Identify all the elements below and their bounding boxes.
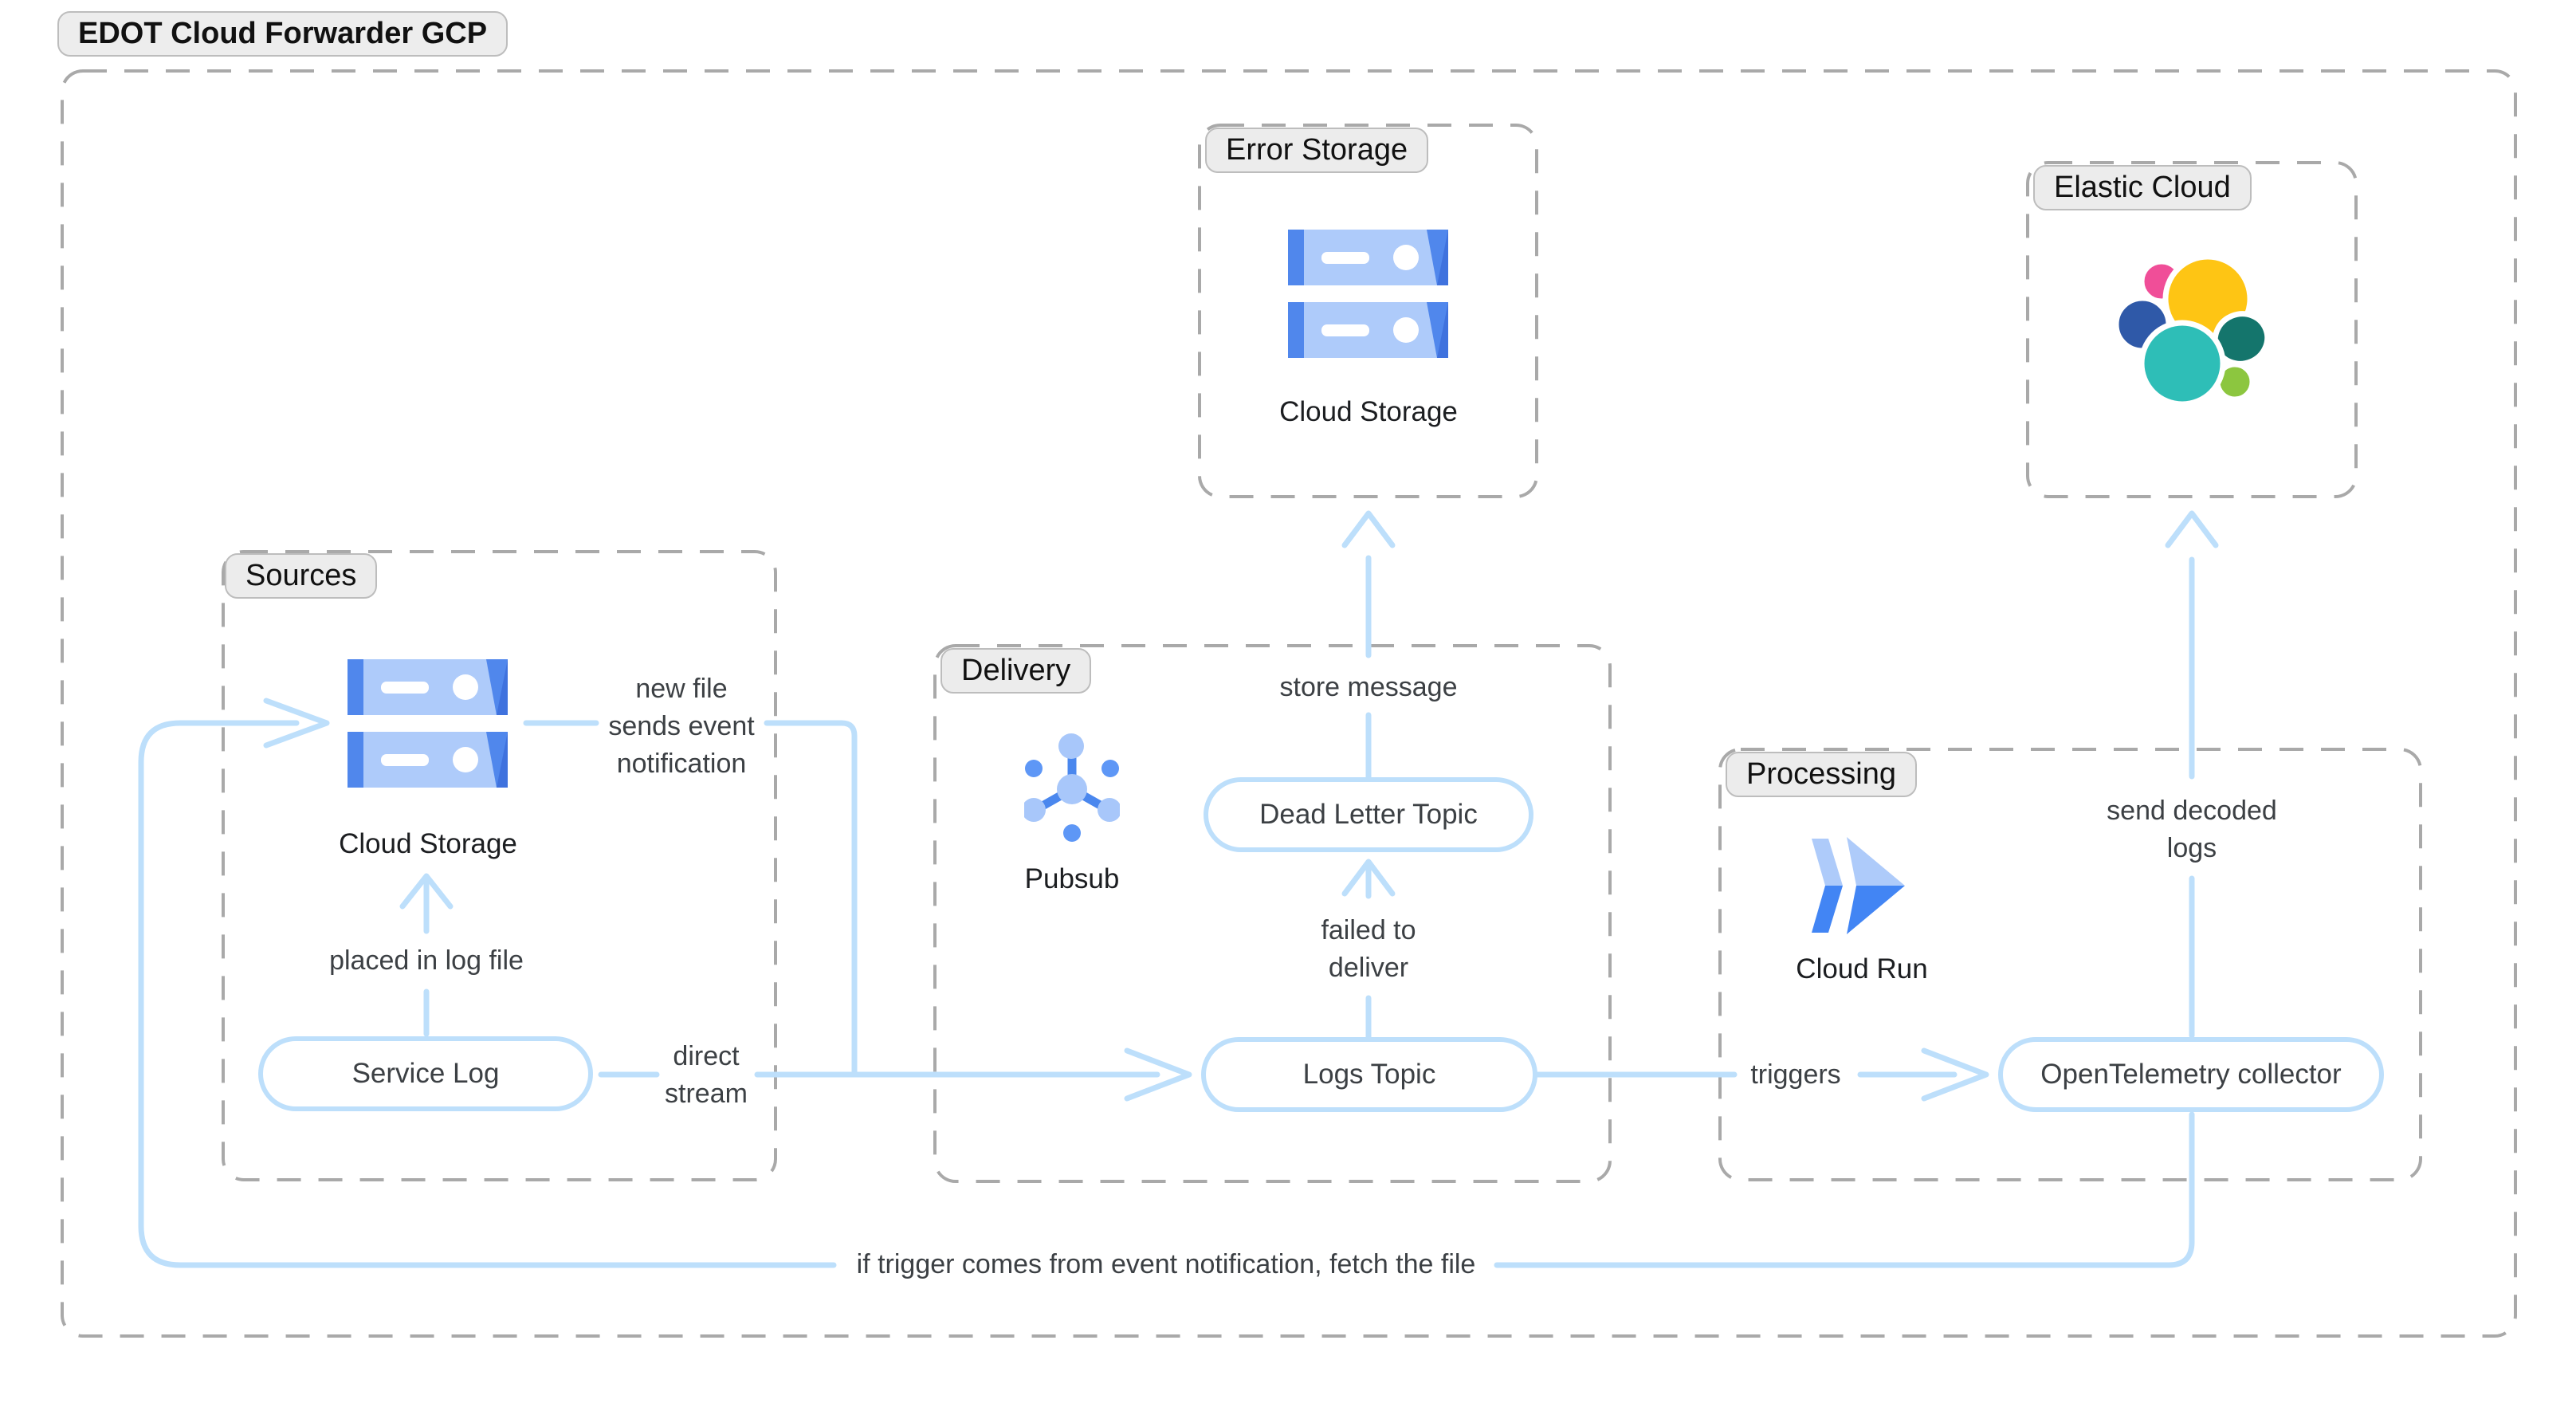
group-label-delivery: Delivery [940,648,1092,694]
arrowhead-into-cloud-storage-caption [399,873,454,910]
triggers-label: triggers [1750,1059,1841,1090]
arrowhead-into-elastic-cloud [2165,510,2219,548]
failed-to-deliver-label: failed to deliver [1321,912,1416,987]
logs-topic-node: Logs Topic [1201,1037,1537,1112]
cloud-storage-sources-caption: Cloud Storage [339,828,517,859]
feedback-loop-line [138,720,2195,1268]
group-label-error-storage: Error Storage [1205,128,1429,173]
failed-to-deliver-label-line2: deliver [1328,953,1409,983]
new-file-event-label-line1: new file [635,674,728,704]
direct-stream-label-line1: direct [673,1041,740,1071]
send-decoded-logs-label-line2: logs [2166,833,2217,863]
loop-arrowhead-into-cloud-storage [263,698,330,749]
arrowhead-into-error-storage [1341,510,1396,548]
sources-group-box [222,550,777,1181]
send-decoded-logs-label-line1: send decoded [2107,796,2277,826]
store-message-label: store message [1279,672,1458,702]
cloud-storage-error-caption: Cloud Storage [1279,396,1458,427]
dead-letter-topic-node: Dead Letter Topic [1204,777,1533,852]
processing-group-box [1718,748,2422,1181]
failed-to-deliver-label-line1: failed to [1321,915,1416,945]
placed-in-log-file-label: placed in log file [329,945,524,976]
delivery-group-box [933,644,1612,1183]
group-label-sources: Sources [225,553,378,599]
new-file-event-label: new file sends event notification [608,670,754,783]
cloud-storage-icon [348,659,508,788]
diagram-title: EDOT Cloud Forwarder GCP [57,11,509,57]
elastic-cloud-group-box [2026,161,2358,498]
arrowhead-into-dead-letter-topic [1341,859,1396,897]
pubsub-icon [1024,733,1120,842]
elastic-logo [2113,253,2271,407]
direct-stream-label-line2: stream [665,1079,748,1109]
new-file-event-label-line2: sends event [608,711,755,741]
direct-stream-label: direct stream [665,1038,748,1113]
error-storage-group-box [1198,124,1538,498]
outer-group-box [61,69,2517,1338]
new-file-event-line [523,720,858,1078]
service-log-node: Service Log [258,1036,593,1111]
cloud-storage-icon [1288,230,1448,358]
arrowhead-into-otel-collector [1921,1047,1989,1102]
pubsub-caption: Pubsub [1024,863,1120,894]
group-label-elastic-cloud: Elastic Cloud [2033,165,2252,210]
send-decoded-logs-label: send decoded logs [2107,792,2277,867]
fetch-file-label: if trigger comes from event notification… [856,1249,1476,1279]
group-label-processing: Processing [1726,752,1917,797]
cloud-run-caption: Cloud Run [1796,953,1928,984]
arrowhead-into-logs-topic [1124,1047,1192,1102]
cloud-run-icon [1812,837,1905,934]
new-file-event-label-line3: notification [616,749,747,779]
otel-collector-node: OpenTelemetry collector [1998,1037,2384,1112]
